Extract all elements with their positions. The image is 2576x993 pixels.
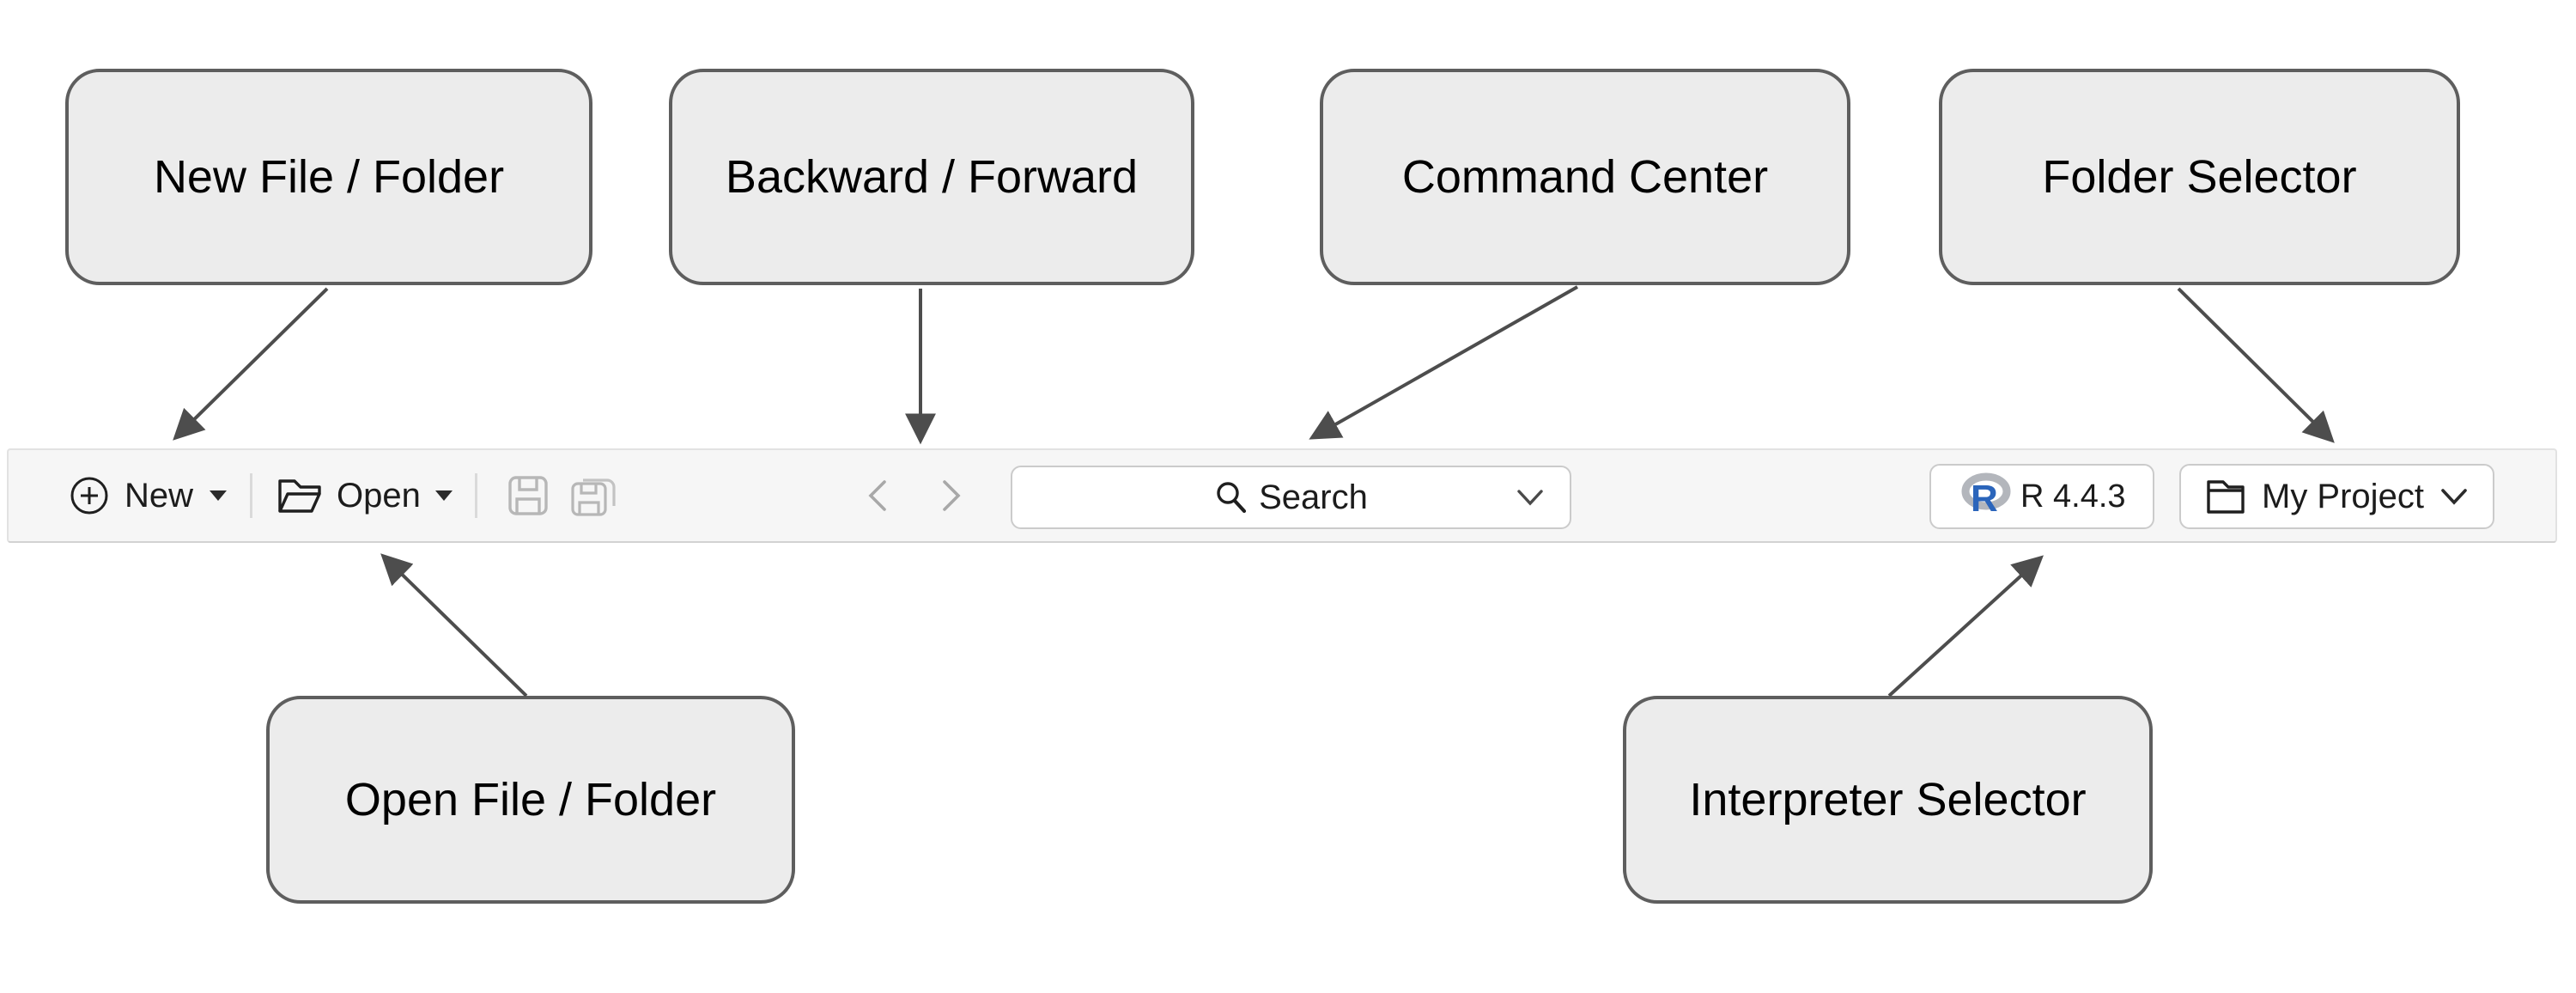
callout-label: Folder Selector — [2042, 151, 2357, 203]
save-button[interactable] — [507, 448, 550, 543]
caret-down-icon — [210, 490, 228, 501]
folder-icon — [2207, 480, 2245, 514]
arrow-interpreter-selector — [1887, 555, 2044, 698]
arrow-new-file-folder — [173, 287, 329, 441]
new-button-label: New — [125, 476, 194, 515]
interpreter-label: R 4.4.3 — [2020, 478, 2126, 515]
callout-open-file-folder: Open File / Folder — [266, 696, 795, 904]
callout-label: Backward / Forward — [725, 151, 1139, 203]
callout-command-center: Command Center — [1320, 69, 1850, 285]
search-icon — [1217, 482, 1247, 514]
arrow-command-center — [1309, 285, 1578, 440]
command-center-search[interactable]: Search — [1011, 466, 1571, 529]
toolbar-separator — [475, 473, 477, 518]
open-button[interactable]: Open — [276, 448, 453, 543]
interpreter-selector-button[interactable]: R R 4.4.3 — [1929, 464, 2154, 529]
arrow-folder-selector — [2177, 287, 2335, 443]
caret-down-icon — [434, 490, 453, 501]
search-label: Search — [1259, 478, 1368, 516]
forward-button[interactable] — [938, 448, 965, 543]
callout-label: Open File / Folder — [344, 774, 717, 825]
callout-interpreter-selector: Interpreter Selector — [1623, 696, 2153, 904]
callout-folder-selector: Folder Selector — [1939, 69, 2460, 285]
callout-label: New File / Folder — [153, 151, 505, 203]
chevron-left-icon — [868, 480, 886, 511]
folder-selector-button[interactable]: My Project — [2179, 464, 2494, 529]
toolbar: New Open — [7, 448, 2557, 543]
arrow-open-file-folder — [380, 553, 528, 698]
callout-new-file-folder: New File / Folder — [65, 69, 592, 285]
plus-circle-icon — [70, 477, 108, 515]
chevron-down-icon — [1517, 490, 1543, 506]
callout-label: Command Center — [1401, 151, 1769, 203]
callout-backward-forward: Backward / Forward — [669, 69, 1194, 285]
save-icon — [508, 476, 548, 515]
save-all-button[interactable] — [569, 448, 617, 543]
callout-label: Interpreter Selector — [1689, 774, 2087, 825]
toolbar-separator — [250, 473, 252, 518]
chevron-right-icon — [943, 480, 961, 511]
folder-open-icon — [278, 479, 321, 513]
project-label: My Project — [2262, 477, 2424, 515]
r-logo-letter: R — [1971, 478, 1998, 520]
chevron-down-icon — [2441, 489, 2467, 505]
r-logo-icon: R — [1960, 471, 2014, 522]
back-button[interactable] — [864, 448, 891, 543]
new-button[interactable]: New — [70, 448, 228, 543]
save-all-icon — [571, 478, 616, 516]
open-button-label: Open — [337, 476, 421, 515]
